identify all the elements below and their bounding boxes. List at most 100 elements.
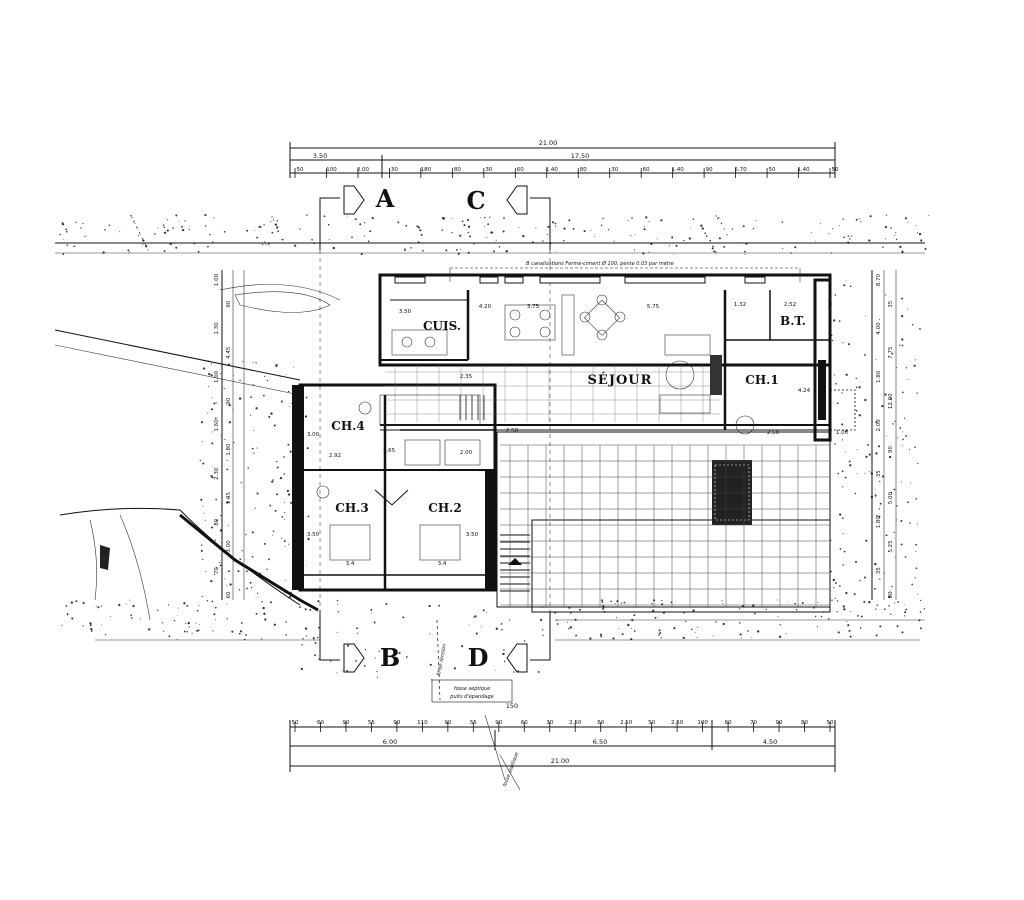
top-segment-label: 30 xyxy=(485,167,492,173)
left-dimension-label: 90 xyxy=(226,397,232,404)
bottom-segment-label: 50 xyxy=(827,720,834,726)
terrace-tile-grid xyxy=(500,444,830,607)
bottom-segment-label: 110 xyxy=(417,720,428,726)
right-dimension-label: 2.00 xyxy=(876,419,882,432)
right-dimension-label: 8.70 xyxy=(876,273,882,286)
right-dimension-label: 35 xyxy=(876,470,882,477)
left-dimension-label: 1.95 xyxy=(226,491,232,504)
top-segment-label: 1.40 xyxy=(672,167,685,173)
terrain-texture xyxy=(59,214,930,681)
bottom-subtotal-1: 6.00 xyxy=(383,738,397,746)
bottom-offset-dimension: 150 xyxy=(506,702,518,710)
dim-ch1-w: 2.50 xyxy=(767,430,780,436)
bottom-segment-label: 90 xyxy=(444,720,451,726)
dim-hall: 1.65 xyxy=(383,448,396,454)
right-dimension-label: 1.80 xyxy=(876,370,882,383)
top-inner-dimension: 17.50 xyxy=(571,152,590,160)
right-dimension-lines xyxy=(871,270,897,600)
top-dimension-lines xyxy=(289,142,836,178)
top-segment-label: 5.70 xyxy=(734,167,747,173)
room-label-bt: B.T. xyxy=(780,314,806,328)
top-segment-label: 30 xyxy=(391,167,398,173)
dim-cuis-s2: 3.75 xyxy=(527,304,540,310)
dim-ch4-h: 3.00 xyxy=(307,432,320,438)
bottom-segment-label: 55 xyxy=(470,720,477,726)
note-puits-epandage: puits d'épandage xyxy=(449,693,493,700)
right-dimension-label: 1.80 xyxy=(876,516,882,529)
bottom-segment-label: 30 xyxy=(546,720,553,726)
section-arrow-a xyxy=(343,185,365,215)
left-dimension-label: 1.80 xyxy=(226,443,232,456)
room-label-ch1: CH.1 xyxy=(745,373,778,387)
right-dimension-label: 35 xyxy=(876,567,882,574)
bottom-dimension-lines xyxy=(289,714,836,791)
section-lines xyxy=(319,197,551,701)
bottom-segment-label: 70 xyxy=(750,720,757,726)
left-dimension-label: 3.00 xyxy=(226,540,232,553)
left-dimension-label: 80 xyxy=(214,518,220,525)
bottom-segment-label: 90 xyxy=(776,720,783,726)
top-left-offset-dimension: 3.50 xyxy=(313,152,327,160)
section-label-a: A xyxy=(375,184,395,213)
left-dimension-labels: 1.00901.304.451.00901.601.802.301.95803.… xyxy=(214,273,232,598)
left-dimension-label: 1.60 xyxy=(214,419,220,432)
right-dimension-label: 7.75 xyxy=(888,346,894,359)
bottom-segment-label: 100 xyxy=(697,720,708,726)
bottom-subtotal-2: 6.50 xyxy=(593,738,607,746)
section-label-d: D xyxy=(468,643,489,672)
note-fosse-septique-2: fosse septique xyxy=(502,752,520,788)
section-arrow-c xyxy=(506,185,528,215)
note-fosse-septique: fosse septique xyxy=(454,686,490,692)
top-segment-label: 100 xyxy=(326,167,337,173)
top-segment-label: 180 xyxy=(421,167,432,173)
top-segment-label: 90 xyxy=(706,167,713,173)
top-segment-label: 2.00 xyxy=(357,167,370,173)
bottom-segment-label: 2.50 xyxy=(671,720,684,726)
dim-ch1-d: 1.00 xyxy=(836,430,849,436)
dim-ch2-w: 3.4 xyxy=(438,561,447,567)
sejour-floor-grid xyxy=(385,365,720,422)
dim-bt-w1: 1.32 xyxy=(734,302,746,308)
top-segment-label: 30 xyxy=(611,167,618,173)
left-dimension-lines xyxy=(221,270,245,600)
top-segment-label: 50 xyxy=(769,167,776,173)
bottom-segment-label: 60 xyxy=(725,720,732,726)
top-segment-label: 60 xyxy=(517,167,524,173)
room-label-ch4: CH.4 xyxy=(331,419,364,433)
top-total-dimension: 21.00 xyxy=(539,139,558,147)
left-dimension-label: 1.30 xyxy=(214,322,220,335)
dim-corr1: 2.35 xyxy=(460,374,473,380)
right-dimension-label: 35 xyxy=(888,300,894,307)
dim-ch2-h: 3.50 xyxy=(466,532,479,538)
septic-note-box xyxy=(431,679,513,703)
left-dimension-label: 90 xyxy=(226,300,232,307)
terrain-lines xyxy=(54,242,925,641)
left-dimension-label: 2.30 xyxy=(214,467,220,480)
right-dimension-labels: 8.70354.007.751.8012.002.0090355.001.805… xyxy=(876,273,894,598)
right-dimension-label: 80 xyxy=(888,591,894,598)
bottom-segment-label: 50 xyxy=(648,720,655,726)
dim-ch1-h: 4.24 xyxy=(798,388,811,394)
bottom-segment-label: 90 xyxy=(342,720,349,726)
top-segment-label: 80 xyxy=(454,167,461,173)
bottom-segment-label: 2.50 xyxy=(620,720,633,726)
bottom-segment-label: 90 xyxy=(495,720,502,726)
left-dimension-label: 1.00 xyxy=(214,273,220,286)
building-walls xyxy=(292,273,832,613)
left-dimension-label: 70 xyxy=(214,567,220,574)
top-segment-label: 50 xyxy=(832,167,839,173)
left-dimension-label: 60 xyxy=(226,591,232,598)
section-arrow-d xyxy=(506,643,528,673)
room-label-ch2: CH.2 xyxy=(428,501,461,515)
right-dimension-label: 12.00 xyxy=(888,393,894,409)
right-dimension-label: 90 xyxy=(888,446,894,453)
bottom-subtotal-3: 4.50 xyxy=(763,738,777,746)
right-dimension-label: 4.00 xyxy=(876,322,882,335)
bottom-total-dimension: 21.00 xyxy=(551,757,570,765)
dim-cuis-s1: 4.20 xyxy=(479,304,492,310)
room-label-ch3: CH.3 xyxy=(335,501,368,515)
bottom-segment-label: 90 xyxy=(393,720,400,726)
top-segment-label: 50 xyxy=(297,167,304,173)
top-segment-label: 1.40 xyxy=(797,167,810,173)
